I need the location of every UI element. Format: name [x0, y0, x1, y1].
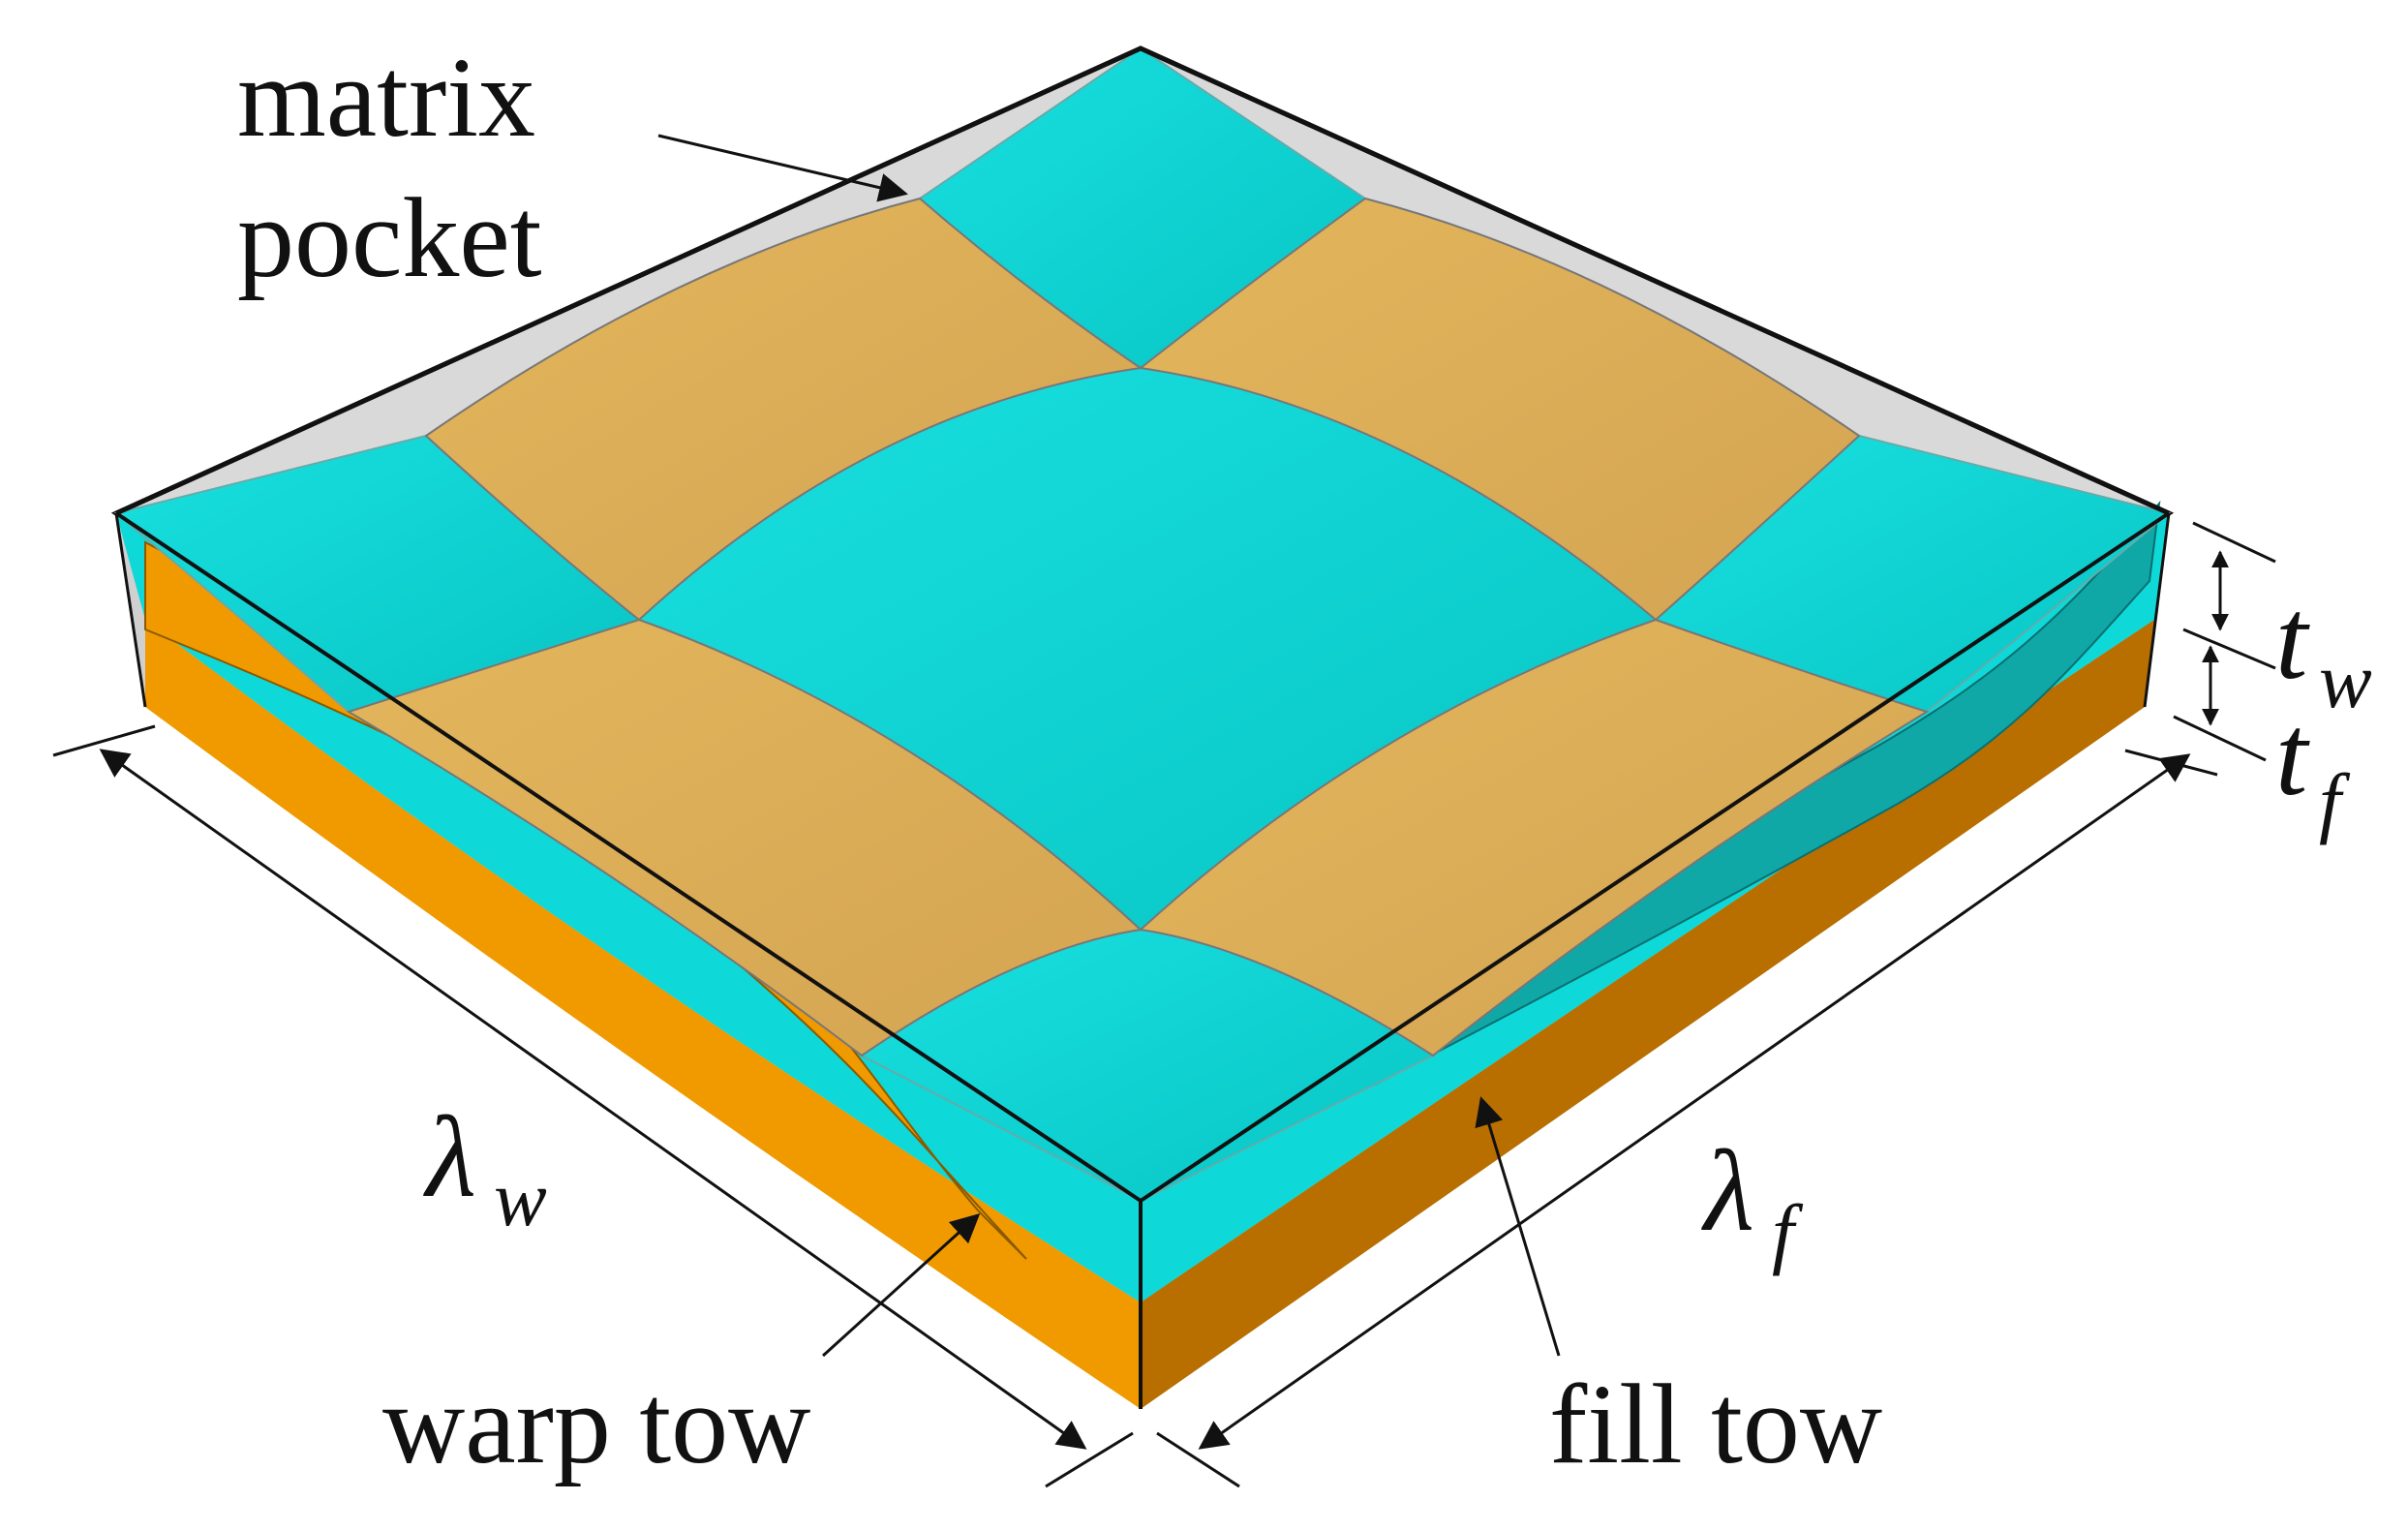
- lambda-w-subscript: w: [494, 1154, 547, 1242]
- matrix-pocket-label-line1: matrix: [237, 34, 535, 161]
- matrix-pocket-label-line2: pocket: [237, 174, 542, 301]
- warp-tow-label: warp tow: [382, 1361, 810, 1487]
- t-w-symbol: t: [2275, 574, 2310, 703]
- lambda-w-symbol: λ: [423, 1092, 476, 1221]
- warp-tow-leader: [821, 1212, 981, 1358]
- matrix-pocket-leader: [657, 134, 908, 202]
- cell-right-edge: [2143, 512, 2171, 708]
- t-w-subscript: w: [2319, 636, 2372, 724]
- warp-patch-upper-right: [1138, 197, 1861, 622]
- t-f-subscript: f: [2319, 757, 2351, 845]
- dimension-thickness: [2173, 521, 2276, 762]
- lambda-f-symbol: λ: [1701, 1126, 1754, 1255]
- lambda-f-subscript: f: [1772, 1188, 1804, 1276]
- fill-tow-leader: [1475, 1096, 1561, 1357]
- fill-tow-label: fill tow: [1549, 1361, 1882, 1487]
- dimension-lambda-w: [52, 724, 1134, 1488]
- t-f-symbol: t: [2275, 690, 2310, 819]
- cell-left-edge: [114, 512, 147, 708]
- dimension-lambda-f: [1156, 749, 2218, 1488]
- cell-outline-top: [114, 46, 2171, 516]
